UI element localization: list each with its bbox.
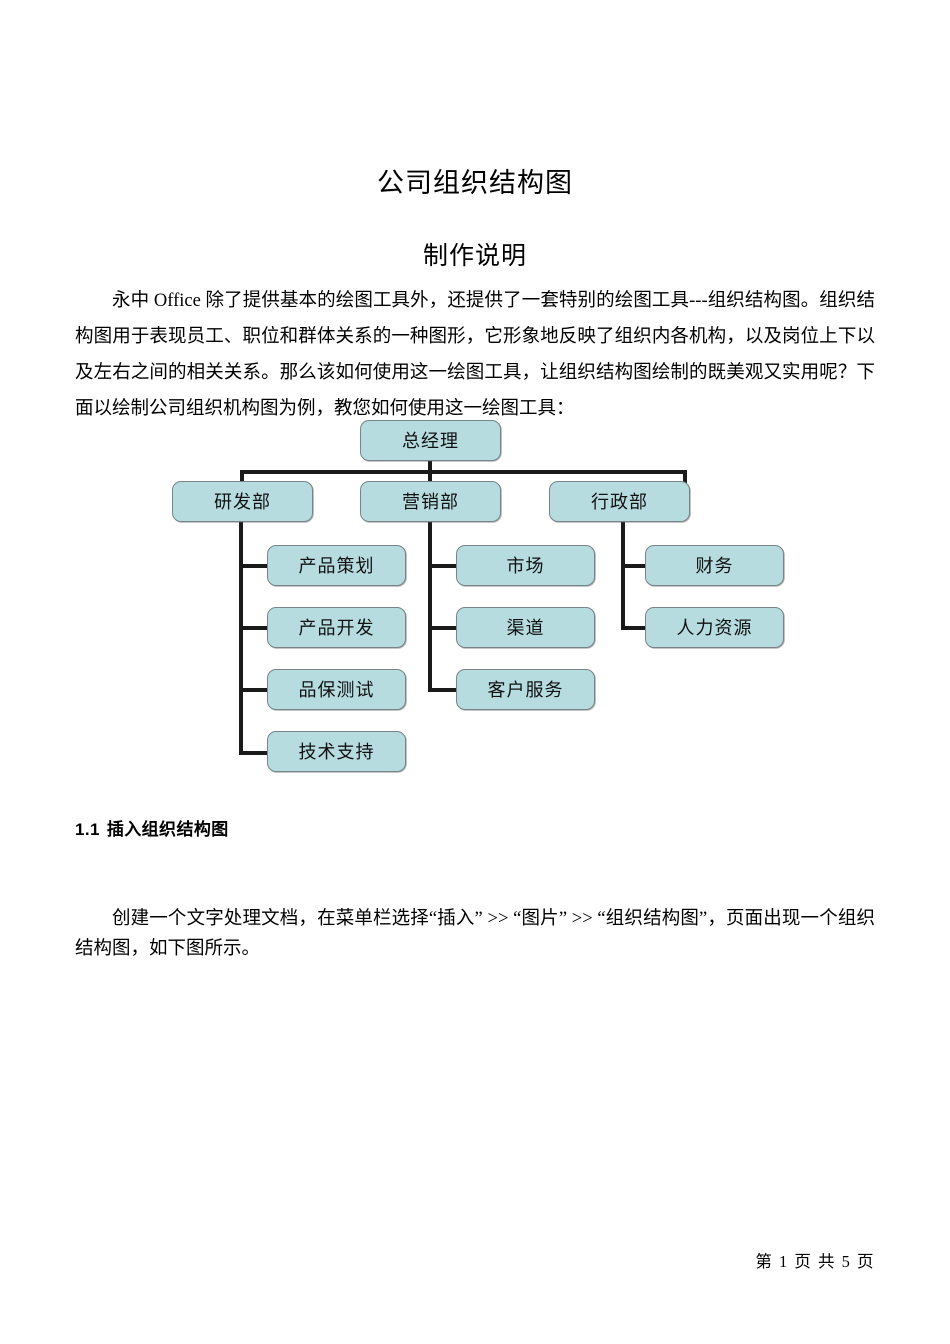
- page-subtitle: 制作说明: [422, 242, 527, 270]
- org-node-adm[interactable]: 行政部: [549, 481, 690, 522]
- connector-rd-stub-3: [239, 688, 269, 692]
- connector-adm-stub-2: [621, 626, 651, 630]
- connector-rd-stub-1: [239, 564, 269, 568]
- org-node-label: 营销部: [402, 491, 459, 512]
- section-number: 1.1: [75, 820, 100, 839]
- connector-mkt-stub-1: [428, 564, 458, 568]
- org-node-label: 技术支持: [298, 741, 375, 762]
- section-heading: 1.1 插入组织结构图: [75, 818, 229, 842]
- org-node-label: 品保测试: [298, 679, 375, 700]
- connector-mkt-stub-3: [428, 688, 458, 692]
- org-node-label: 总经理: [402, 430, 459, 451]
- section-title: 插入组织结构图: [106, 820, 229, 839]
- intro-paragraph: 永中 Office 除了提供基本的绘图工具外，还提供了一套特别的绘图工具---组…: [75, 290, 875, 419]
- org-node-mk3[interactable]: 客户服务: [456, 669, 595, 710]
- org-node-label: 产品开发: [298, 617, 375, 638]
- org-node-label: 行政部: [591, 491, 648, 512]
- org-node-label: 产品策划: [298, 555, 375, 576]
- org-node-mk1[interactable]: 市场: [456, 545, 595, 586]
- org-node-rd[interactable]: 研发部: [172, 481, 313, 522]
- connector-to-rd: [240, 470, 244, 483]
- connector-rd-trunk: [239, 522, 243, 755]
- connector-adm-stub-1: [621, 564, 651, 568]
- page-footer: 第 1 页 共 5 页: [755, 1252, 875, 1271]
- org-node-rd3[interactable]: 品保测试: [267, 669, 406, 710]
- org-node-mkt[interactable]: 营销部: [360, 481, 501, 522]
- org-node-rd2[interactable]: 产品开发: [267, 607, 406, 648]
- org-node-gm[interactable]: 总经理: [360, 420, 501, 461]
- org-node-label: 市场: [506, 555, 545, 576]
- connector-rd-stub-2: [239, 626, 269, 630]
- org-node-ad2[interactable]: 人力资源: [645, 607, 784, 648]
- org-node-label: 人力资源: [676, 617, 753, 638]
- org-node-label: 财务: [695, 555, 734, 576]
- org-node-rd4[interactable]: 技术支持: [267, 731, 406, 772]
- connector-to-adm: [683, 470, 687, 483]
- step-paragraph: 创建一个文字处理文档，在菜单栏选择“插入” >> “图片” >> “组织结构图”…: [75, 908, 875, 959]
- org-node-label: 渠道: [506, 617, 545, 638]
- connector-mkt-stub-2: [428, 626, 458, 630]
- org-node-label: 客户服务: [487, 679, 564, 700]
- connector-to-mkt: [428, 470, 432, 483]
- connector-adm-trunk: [621, 522, 625, 630]
- connector-rd-stub-4: [239, 751, 269, 755]
- org-node-ad1[interactable]: 财务: [645, 545, 784, 586]
- org-node-rd1[interactable]: 产品策划: [267, 545, 406, 586]
- connector-root-bus: [240, 470, 687, 474]
- org-node-mk2[interactable]: 渠道: [456, 607, 595, 648]
- connector-mkt-trunk: [428, 522, 432, 692]
- page-title: 公司组织结构图: [377, 168, 573, 199]
- org-node-label: 研发部: [214, 491, 271, 512]
